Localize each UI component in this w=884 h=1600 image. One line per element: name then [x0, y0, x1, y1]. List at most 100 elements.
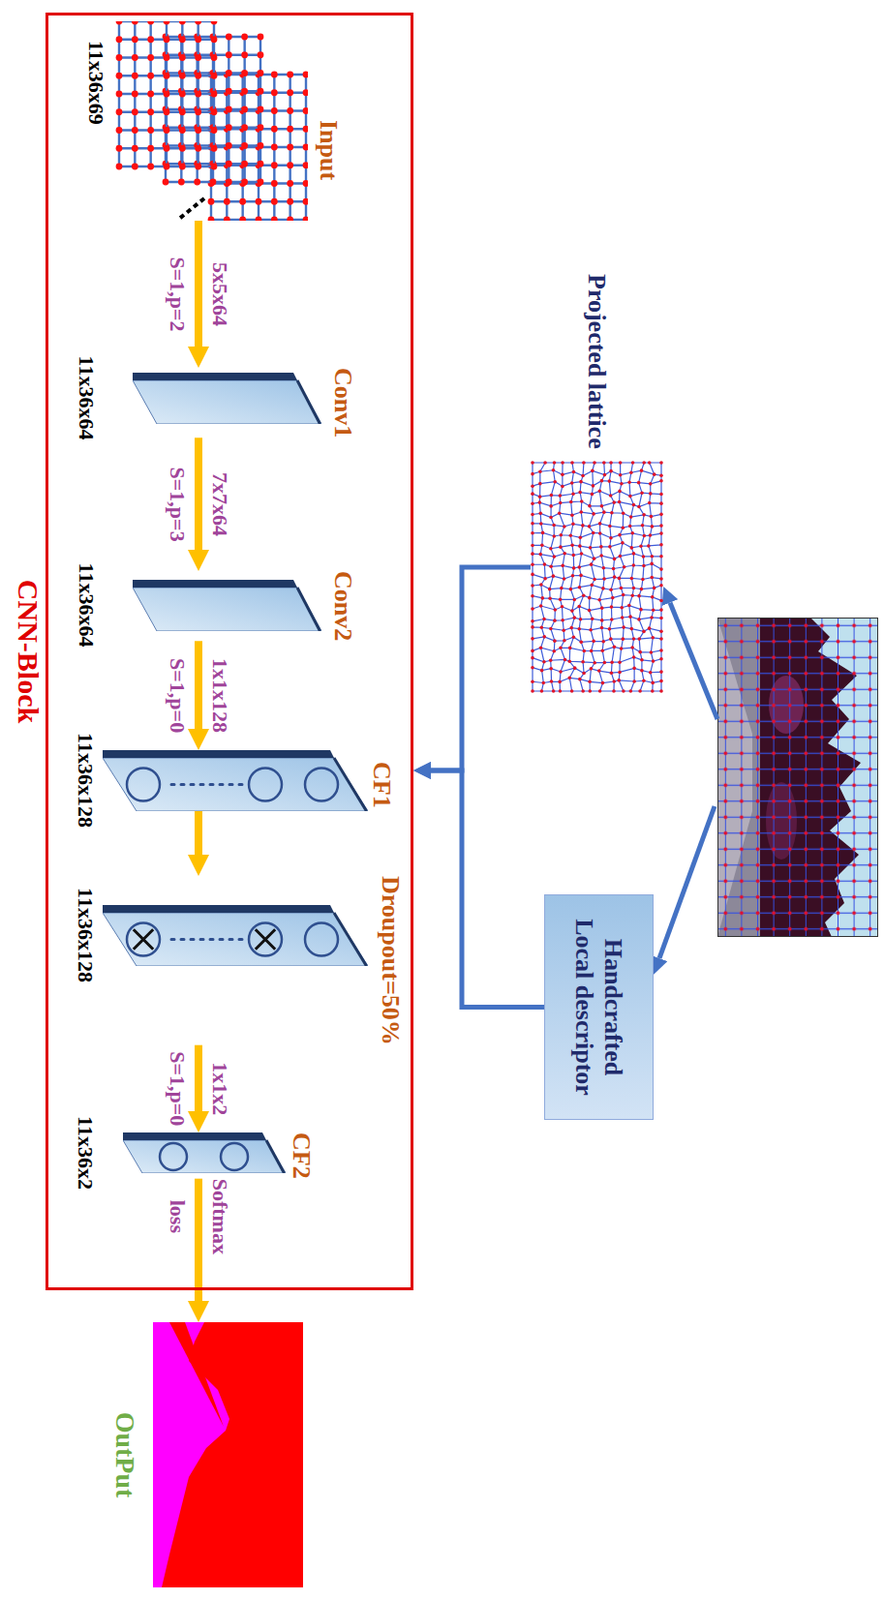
lattice-dot: [630, 576, 635, 580]
grid-dot: [179, 54, 186, 61]
grid-dot: [241, 51, 248, 59]
lattice-dot: [621, 625, 626, 630]
lattice-dot: [553, 608, 558, 612]
lattice-dot: [612, 556, 617, 561]
lattice-dot: [659, 648, 664, 653]
lattice-dot: [641, 629, 646, 634]
grid-dot: [163, 21, 171, 25]
grid-dot: [131, 145, 139, 153]
node-title: Droupout=50%: [376, 876, 404, 1046]
lattice-dot: [621, 637, 626, 641]
grid-dot: [179, 163, 186, 171]
lattice-dot: [646, 544, 651, 549]
grid-dot: [303, 71, 308, 79]
edge-label: 1x1x128 S=1,p=0: [155, 658, 242, 733]
lattice-dot: [631, 460, 636, 465]
lattice-dot: [562, 551, 567, 556]
lattice-dot: [560, 472, 565, 477]
grid-dot: [116, 35, 123, 43]
lattice-dot: [598, 521, 603, 526]
lattice-dot: [530, 512, 535, 517]
node-title: Input: [314, 120, 342, 181]
grid-dot: [271, 161, 278, 169]
grid-dot: [257, 33, 265, 41]
lattice-dot: [609, 660, 614, 665]
lattice-dot: [640, 669, 644, 673]
lattice-dot: [562, 639, 567, 643]
grid-dot: [194, 72, 202, 80]
lattice-dot: [588, 628, 593, 633]
grid-dot: [241, 33, 248, 41]
lattice-dot: [580, 523, 585, 528]
lattice-dot: [577, 604, 581, 609]
grid-dot: [271, 180, 278, 187]
lattice-dot: [559, 533, 564, 538]
lattice-dot: [541, 596, 546, 601]
lattice-dot: [571, 521, 576, 526]
grid-dot: [147, 108, 154, 116]
lattice-dot: [619, 585, 624, 590]
grid-dot: [211, 21, 218, 25]
lattice-dot: [632, 563, 637, 568]
grid-dot: [239, 198, 246, 206]
lattice-dot: [629, 470, 634, 475]
lattice-dot: [581, 670, 586, 675]
lattice-dot: [648, 533, 653, 538]
neuron-circle: [126, 768, 160, 802]
grid-dot: [211, 126, 218, 134]
lattice-dot: [659, 598, 664, 603]
lattice-dot: [609, 587, 613, 592]
lattice-dot: [603, 473, 608, 478]
grid-dot: [194, 35, 202, 43]
photo-lattice-overlay: [717, 617, 879, 938]
grid-dot: [303, 144, 308, 152]
grid-dot: [223, 216, 231, 221]
segment-region: [152, 1322, 230, 1588]
lattice-dot: [659, 679, 664, 684]
grid-dot: [225, 160, 233, 168]
lattice-dot: [609, 460, 613, 465]
lattice-dot: [642, 533, 647, 538]
grid-dot: [225, 33, 233, 41]
lattice-dot: [649, 575, 654, 580]
lattice-dot: [589, 582, 594, 587]
slab-edge: [102, 750, 335, 759]
grid-dot: [303, 216, 308, 221]
lattice-dot: [530, 562, 535, 567]
conv-layer: Conv1: [132, 367, 357, 438]
lattice-dot: [548, 515, 553, 519]
grid-dot: [286, 125, 294, 133]
grid-dot: [163, 163, 171, 171]
node-title: Conv2: [329, 571, 357, 641]
photo-arrow: [670, 603, 718, 720]
lattice-dot: [530, 679, 535, 684]
lattice-dot: [601, 640, 606, 644]
lattice-dot: [628, 494, 633, 499]
slab-edge: [102, 905, 335, 914]
lattice-dot: [639, 544, 643, 549]
lattice-dot: [538, 469, 543, 474]
lattice-dot: [592, 460, 597, 465]
lattice-grid: [530, 460, 664, 694]
lattice-dot: [659, 554, 664, 559]
lattice-dot: [572, 552, 577, 557]
grid-dot: [163, 72, 171, 80]
grid-dot: [271, 125, 278, 133]
grid-dot: [147, 126, 154, 134]
lattice-dot: [551, 534, 556, 539]
lattice-dot: [650, 689, 655, 694]
lattice-dot: [627, 603, 632, 608]
lattice-dot: [578, 677, 582, 682]
lattice-dot: [617, 488, 622, 493]
grid-dot: [194, 91, 202, 98]
lattice-dot: [659, 608, 664, 612]
lattice-dot: [552, 618, 557, 623]
edge-label: Softmax loss: [155, 1179, 242, 1255]
ellipsis-dots: [164, 938, 243, 942]
lattice-dot: [641, 513, 646, 518]
lattice-dot: [577, 627, 581, 632]
neuron-circle: [248, 923, 282, 957]
fc-layer: CF1: [102, 750, 396, 812]
lattice-dot: [530, 594, 535, 599]
grid-lines: [211, 74, 306, 220]
